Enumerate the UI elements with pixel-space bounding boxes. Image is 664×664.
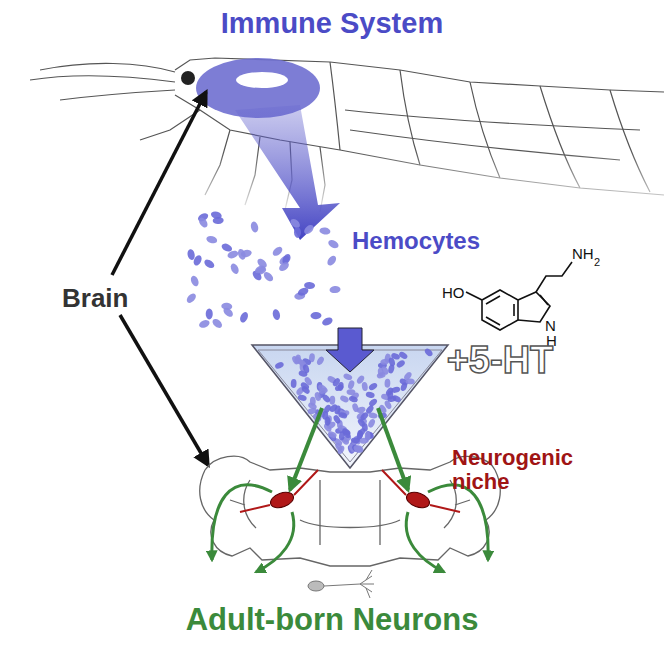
text-label: NH — [572, 246, 594, 263]
hemocyte — [364, 430, 375, 440]
hemocyte — [326, 254, 338, 267]
hemocyte — [365, 391, 375, 399]
text-label: Neurogenic niche — [452, 446, 582, 494]
hemocyte — [357, 427, 367, 438]
hemocyte — [297, 286, 310, 297]
hemocyte — [327, 430, 337, 439]
hemocyte — [291, 379, 297, 388]
text-label: Adult-born Neurons — [186, 603, 479, 637]
hemocyte — [198, 319, 211, 330]
hemocyte — [310, 397, 316, 406]
hemocyte — [423, 347, 433, 357]
hemocyte — [359, 411, 369, 422]
hemocyte — [361, 382, 368, 392]
hemocyte — [368, 382, 379, 392]
hemocyte — [189, 275, 200, 288]
hemocyte — [339, 394, 350, 403]
text-label: +5-HT — [447, 340, 554, 382]
hemocyte — [185, 292, 198, 305]
hemocyte — [297, 394, 307, 402]
text-label: Hemocytes — [352, 228, 480, 254]
hemocyte — [303, 376, 313, 387]
hemocyte — [354, 446, 364, 453]
hemocyte — [277, 260, 290, 272]
hemocyte — [226, 249, 239, 260]
hemocyte — [321, 316, 334, 327]
hemocyte — [398, 351, 409, 361]
hemocyte — [319, 227, 331, 236]
hemocyte — [294, 227, 301, 238]
small-arrow — [326, 328, 374, 372]
hemocyte — [327, 238, 340, 249]
hemocyte — [210, 210, 223, 220]
serotonin-structure — [466, 262, 572, 330]
hemocyte — [197, 216, 209, 229]
brain-arrow — [120, 315, 208, 465]
hemocyte — [334, 405, 342, 415]
hemocyte — [229, 262, 240, 275]
text-label: Brain — [62, 284, 128, 313]
hemocyte — [307, 407, 317, 414]
hemocyte — [343, 372, 354, 381]
hemocyte — [347, 380, 355, 390]
hemocyte — [239, 311, 250, 324]
niche-cell — [240, 470, 460, 512]
hemocyte — [302, 223, 315, 236]
hemocyte — [272, 308, 281, 320]
hemocyte — [271, 245, 284, 258]
hemocyte — [337, 445, 346, 456]
hemocyte — [342, 429, 352, 439]
hemocyte — [380, 365, 389, 376]
hemocyte — [211, 317, 224, 330]
hemocyte — [316, 355, 326, 366]
hemocyte — [365, 432, 371, 441]
hemocyte — [314, 391, 322, 401]
hemocyte — [352, 444, 363, 454]
hemocyte — [206, 235, 219, 245]
hemocyte — [406, 378, 415, 384]
hemocyte — [250, 221, 260, 233]
hemocyte — [334, 383, 345, 392]
hemocyte — [289, 217, 302, 230]
hemocyte — [302, 364, 310, 374]
hemocyte — [367, 418, 376, 429]
hemocyte — [325, 417, 331, 426]
hemocyte — [329, 396, 335, 405]
release-arrow — [235, 105, 340, 240]
hemocyte — [388, 357, 396, 367]
hemocyte — [329, 285, 341, 293]
hemocyte — [384, 379, 390, 388]
hemocyte — [395, 359, 406, 369]
brain-arrow — [112, 92, 206, 275]
hemocyte — [274, 361, 285, 370]
text-label: 2 — [594, 256, 600, 268]
text-label: Immune System — [221, 8, 443, 40]
hemocyte — [221, 302, 233, 310]
neuron-icon — [308, 570, 374, 598]
hemocyte — [317, 383, 328, 392]
hemocyte — [187, 249, 196, 261]
hemocyte — [237, 248, 247, 261]
hemocyte — [256, 257, 269, 270]
hemocyte — [368, 397, 379, 407]
hemocyte — [387, 395, 397, 403]
neurogenesis-arrow — [212, 485, 488, 572]
hemocyte — [348, 395, 358, 403]
hemocyte — [310, 312, 321, 319]
hemocyte — [203, 258, 216, 270]
hemocyte — [206, 308, 213, 319]
hemocyte — [380, 358, 390, 366]
text-label: HO — [442, 285, 465, 302]
